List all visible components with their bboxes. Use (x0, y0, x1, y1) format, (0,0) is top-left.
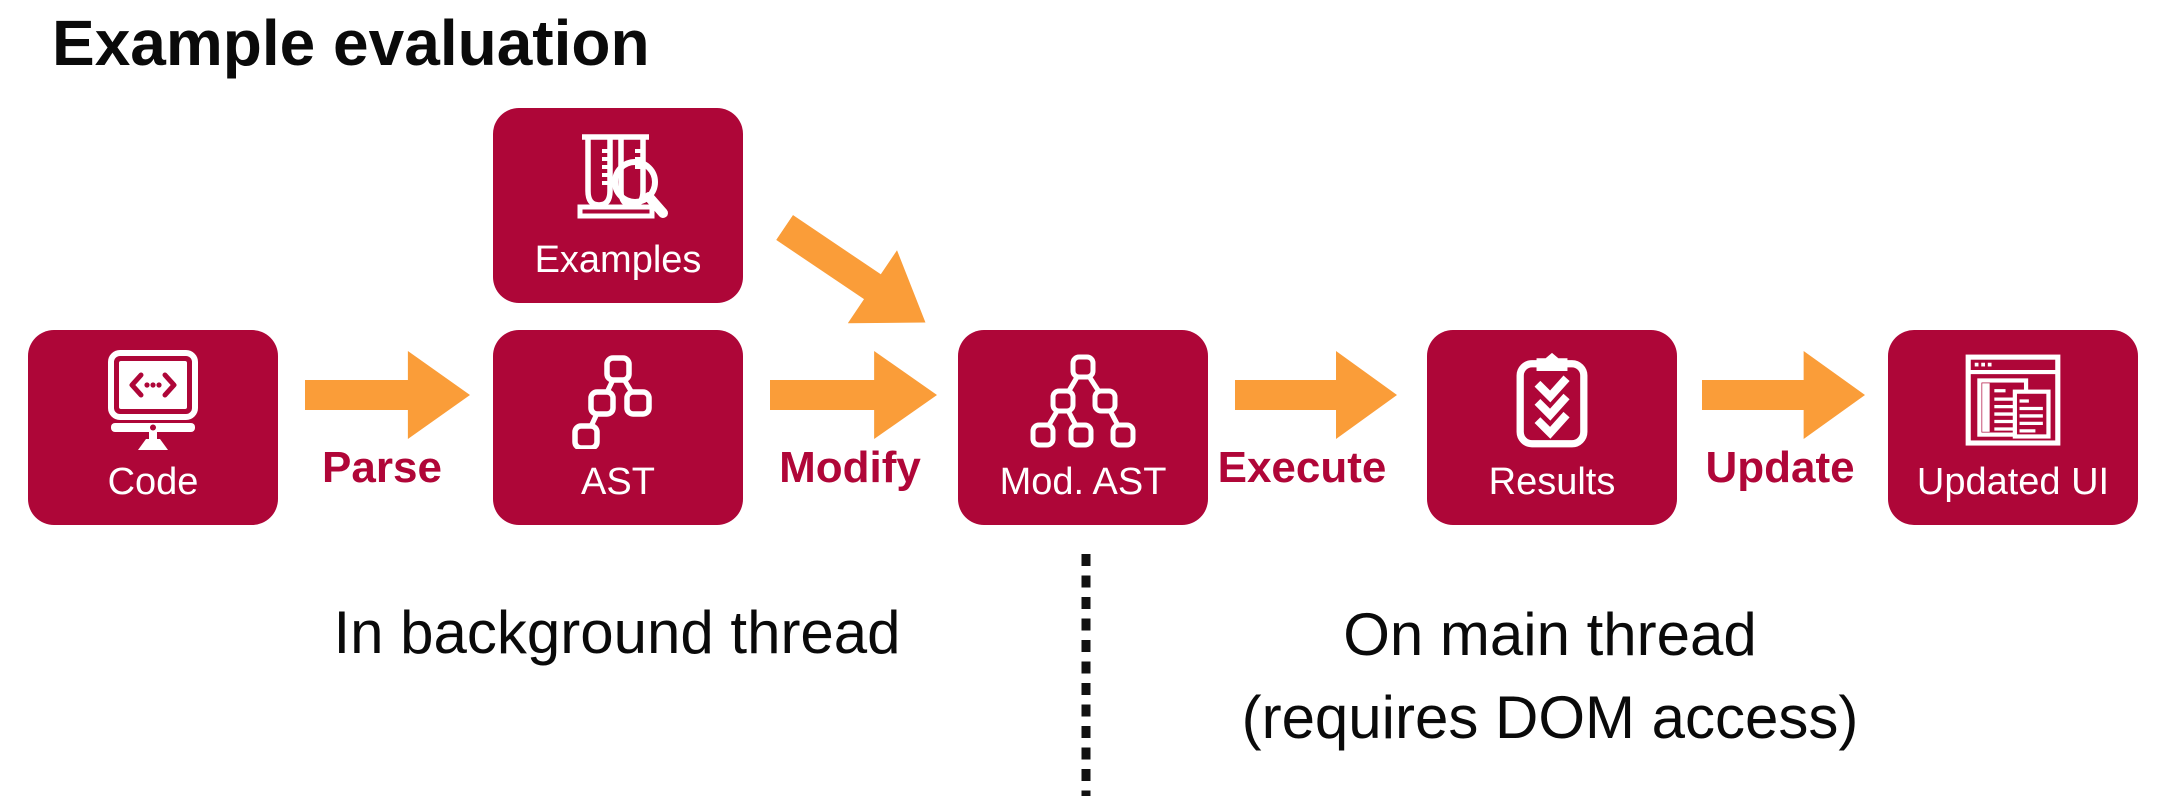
monitor-code-icon (88, 330, 218, 463)
node-code-label: Code (107, 461, 199, 503)
diagram-title: Example evaluation (52, 7, 650, 79)
syntax-tree-icon (566, 330, 670, 463)
node-ast: AST (493, 330, 743, 525)
node-updated-ui-label: Updated UI (1916, 461, 2110, 503)
main-thread-note: On main thread (requires DOM access) (1242, 594, 1859, 760)
modify-arrow-icon (770, 351, 937, 439)
node-updated-ui: Updated UI (1888, 330, 2138, 525)
modified-syntax-tree-icon (1018, 330, 1148, 463)
node-code: Code (28, 330, 278, 525)
main-thread-note-line2: (requires DOM access) (1241, 683, 1859, 751)
update-arrow-icon (1702, 351, 1865, 439)
parse-arrow-icon (305, 351, 470, 439)
examples-to-mod-ast-arrow-icon (776, 215, 926, 324)
clipboard-checklist-icon (1502, 330, 1602, 463)
execute-label: Execute (1217, 443, 1387, 492)
node-results-label: Results (1488, 461, 1616, 503)
node-examples: Examples (493, 108, 743, 303)
execute-arrow-icon (1235, 351, 1397, 439)
node-examples-label: Examples (534, 239, 702, 281)
background-thread-note: In background thread (333, 599, 901, 666)
browser-window-icon (1957, 330, 2069, 463)
node-results: Results (1427, 330, 1677, 525)
modify-label: Modify (779, 443, 921, 492)
test-tubes-magnifier-icon (558, 108, 678, 241)
parse-label: Parse (322, 443, 442, 492)
node-mod-ast: Mod. AST (958, 330, 1208, 525)
update-label: Update (1705, 443, 1855, 492)
node-mod-ast-label: Mod. AST (999, 461, 1167, 503)
main-thread-note-line1: On main thread (1343, 601, 1757, 668)
thread-divider-dotted-line (1081, 554, 1091, 796)
node-ast-label: AST (581, 461, 655, 503)
